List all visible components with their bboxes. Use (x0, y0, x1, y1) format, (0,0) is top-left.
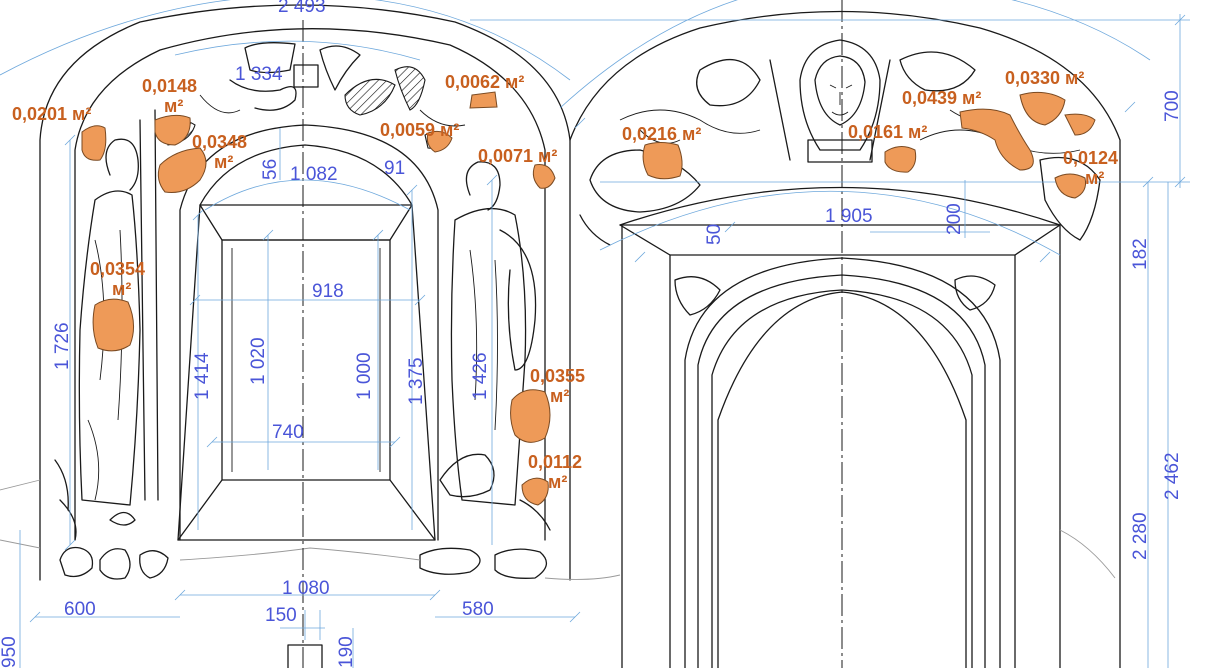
area-label-6: 0,0062 м² (445, 72, 524, 92)
loss-area-1 (81, 125, 107, 161)
area-label-9: 0,0112 (528, 452, 582, 472)
area-label-5: 0,0059 м² (380, 120, 459, 140)
loss-area-5 (426, 130, 453, 153)
dimension-labels: 2 493 1 334 1 082 56 91 918 740 1 414 1 … (0, 0, 1183, 668)
dim-740: 740 (272, 422, 304, 443)
dim-700: 700 (1162, 90, 1183, 122)
dim-1334: 1 334 (235, 64, 283, 85)
dimension-lines (0, 0, 1190, 668)
loss-area-2 (154, 114, 191, 146)
dim-1905: 1 905 (825, 206, 873, 227)
area-label-3-unit: м² (214, 152, 233, 172)
dim-top-width: 2 493 (278, 0, 326, 17)
area-label-12: 0,0439 м² (902, 88, 981, 108)
loss-area-13 (1019, 91, 1096, 136)
dim-950: 950 (0, 636, 20, 668)
left-portal (0, 4, 621, 668)
loss-area-4 (92, 298, 134, 352)
area-label-11: 0,0161 м² (848, 122, 927, 142)
loss-area-12 (959, 108, 1034, 171)
area-label-13: 0,0330 м² (1005, 68, 1084, 88)
area-label-4: 0,0354 (90, 259, 145, 279)
dim-190: 190 (336, 636, 357, 668)
area-labels: 0,0201 м² 0,0148 м² 0,0348 м² 0,0354 м² … (12, 68, 1118, 492)
dim-1082: 1 082 (290, 164, 338, 185)
dim-1726: 1 726 (52, 322, 73, 370)
area-label-8-unit: м² (550, 386, 569, 406)
dim-182: 182 (1130, 238, 1151, 270)
dim-91: 91 (384, 158, 405, 179)
right-tympanum-sculpture (579, 39, 1101, 246)
dim-580: 580 (462, 599, 494, 620)
dim-2280: 2 280 (1130, 512, 1151, 560)
loss-area-7 (532, 164, 556, 189)
left-saint-figure (54, 109, 159, 541)
loss-area-3 (157, 147, 207, 193)
area-label-2: 0,0148 (142, 76, 197, 96)
loss-area-14 (1054, 173, 1086, 199)
dim-56: 56 (260, 159, 281, 180)
area-label-9-unit: м² (548, 472, 567, 492)
right-saint-figure (439, 161, 551, 531)
dim-1375: 1 375 (406, 357, 427, 405)
loss-area-10 (642, 142, 683, 180)
area-label-14: 0,0124 (1063, 148, 1118, 168)
dim-200: 200 (944, 203, 965, 235)
area-label-10: 0,0216 м² (622, 124, 701, 144)
dim-150: 150 (265, 605, 297, 626)
dim-50: 50 (704, 224, 725, 245)
area-label-14-unit: м² (1085, 168, 1104, 188)
dim-2462: 2 462 (1162, 452, 1183, 500)
dim-600: 600 (64, 599, 96, 620)
dim-1000: 1 000 (354, 352, 375, 400)
loss-area-9 (521, 477, 549, 506)
loss-area-6 (469, 91, 498, 109)
area-label-4-unit: м² (112, 279, 131, 299)
dim-1080: 1 080 (282, 578, 330, 599)
area-label-2-unit: м² (164, 96, 183, 116)
loss-area-8 (510, 389, 551, 443)
dim-1426: 1 426 (470, 352, 491, 400)
area-label-3: 0,0348 (192, 132, 247, 152)
loss-areas (81, 91, 1096, 506)
area-label-1: 0,0201 м² (12, 104, 91, 124)
dim-1414: 1 414 (192, 352, 213, 400)
area-label-8: 0,0355 (530, 366, 585, 386)
left-base-rubble (59, 546, 547, 580)
area-label-7: 0,0071 м² (478, 146, 557, 166)
loss-area-11 (884, 146, 917, 173)
dim-1020: 1 020 (248, 337, 269, 385)
dim-918: 918 (312, 281, 344, 302)
